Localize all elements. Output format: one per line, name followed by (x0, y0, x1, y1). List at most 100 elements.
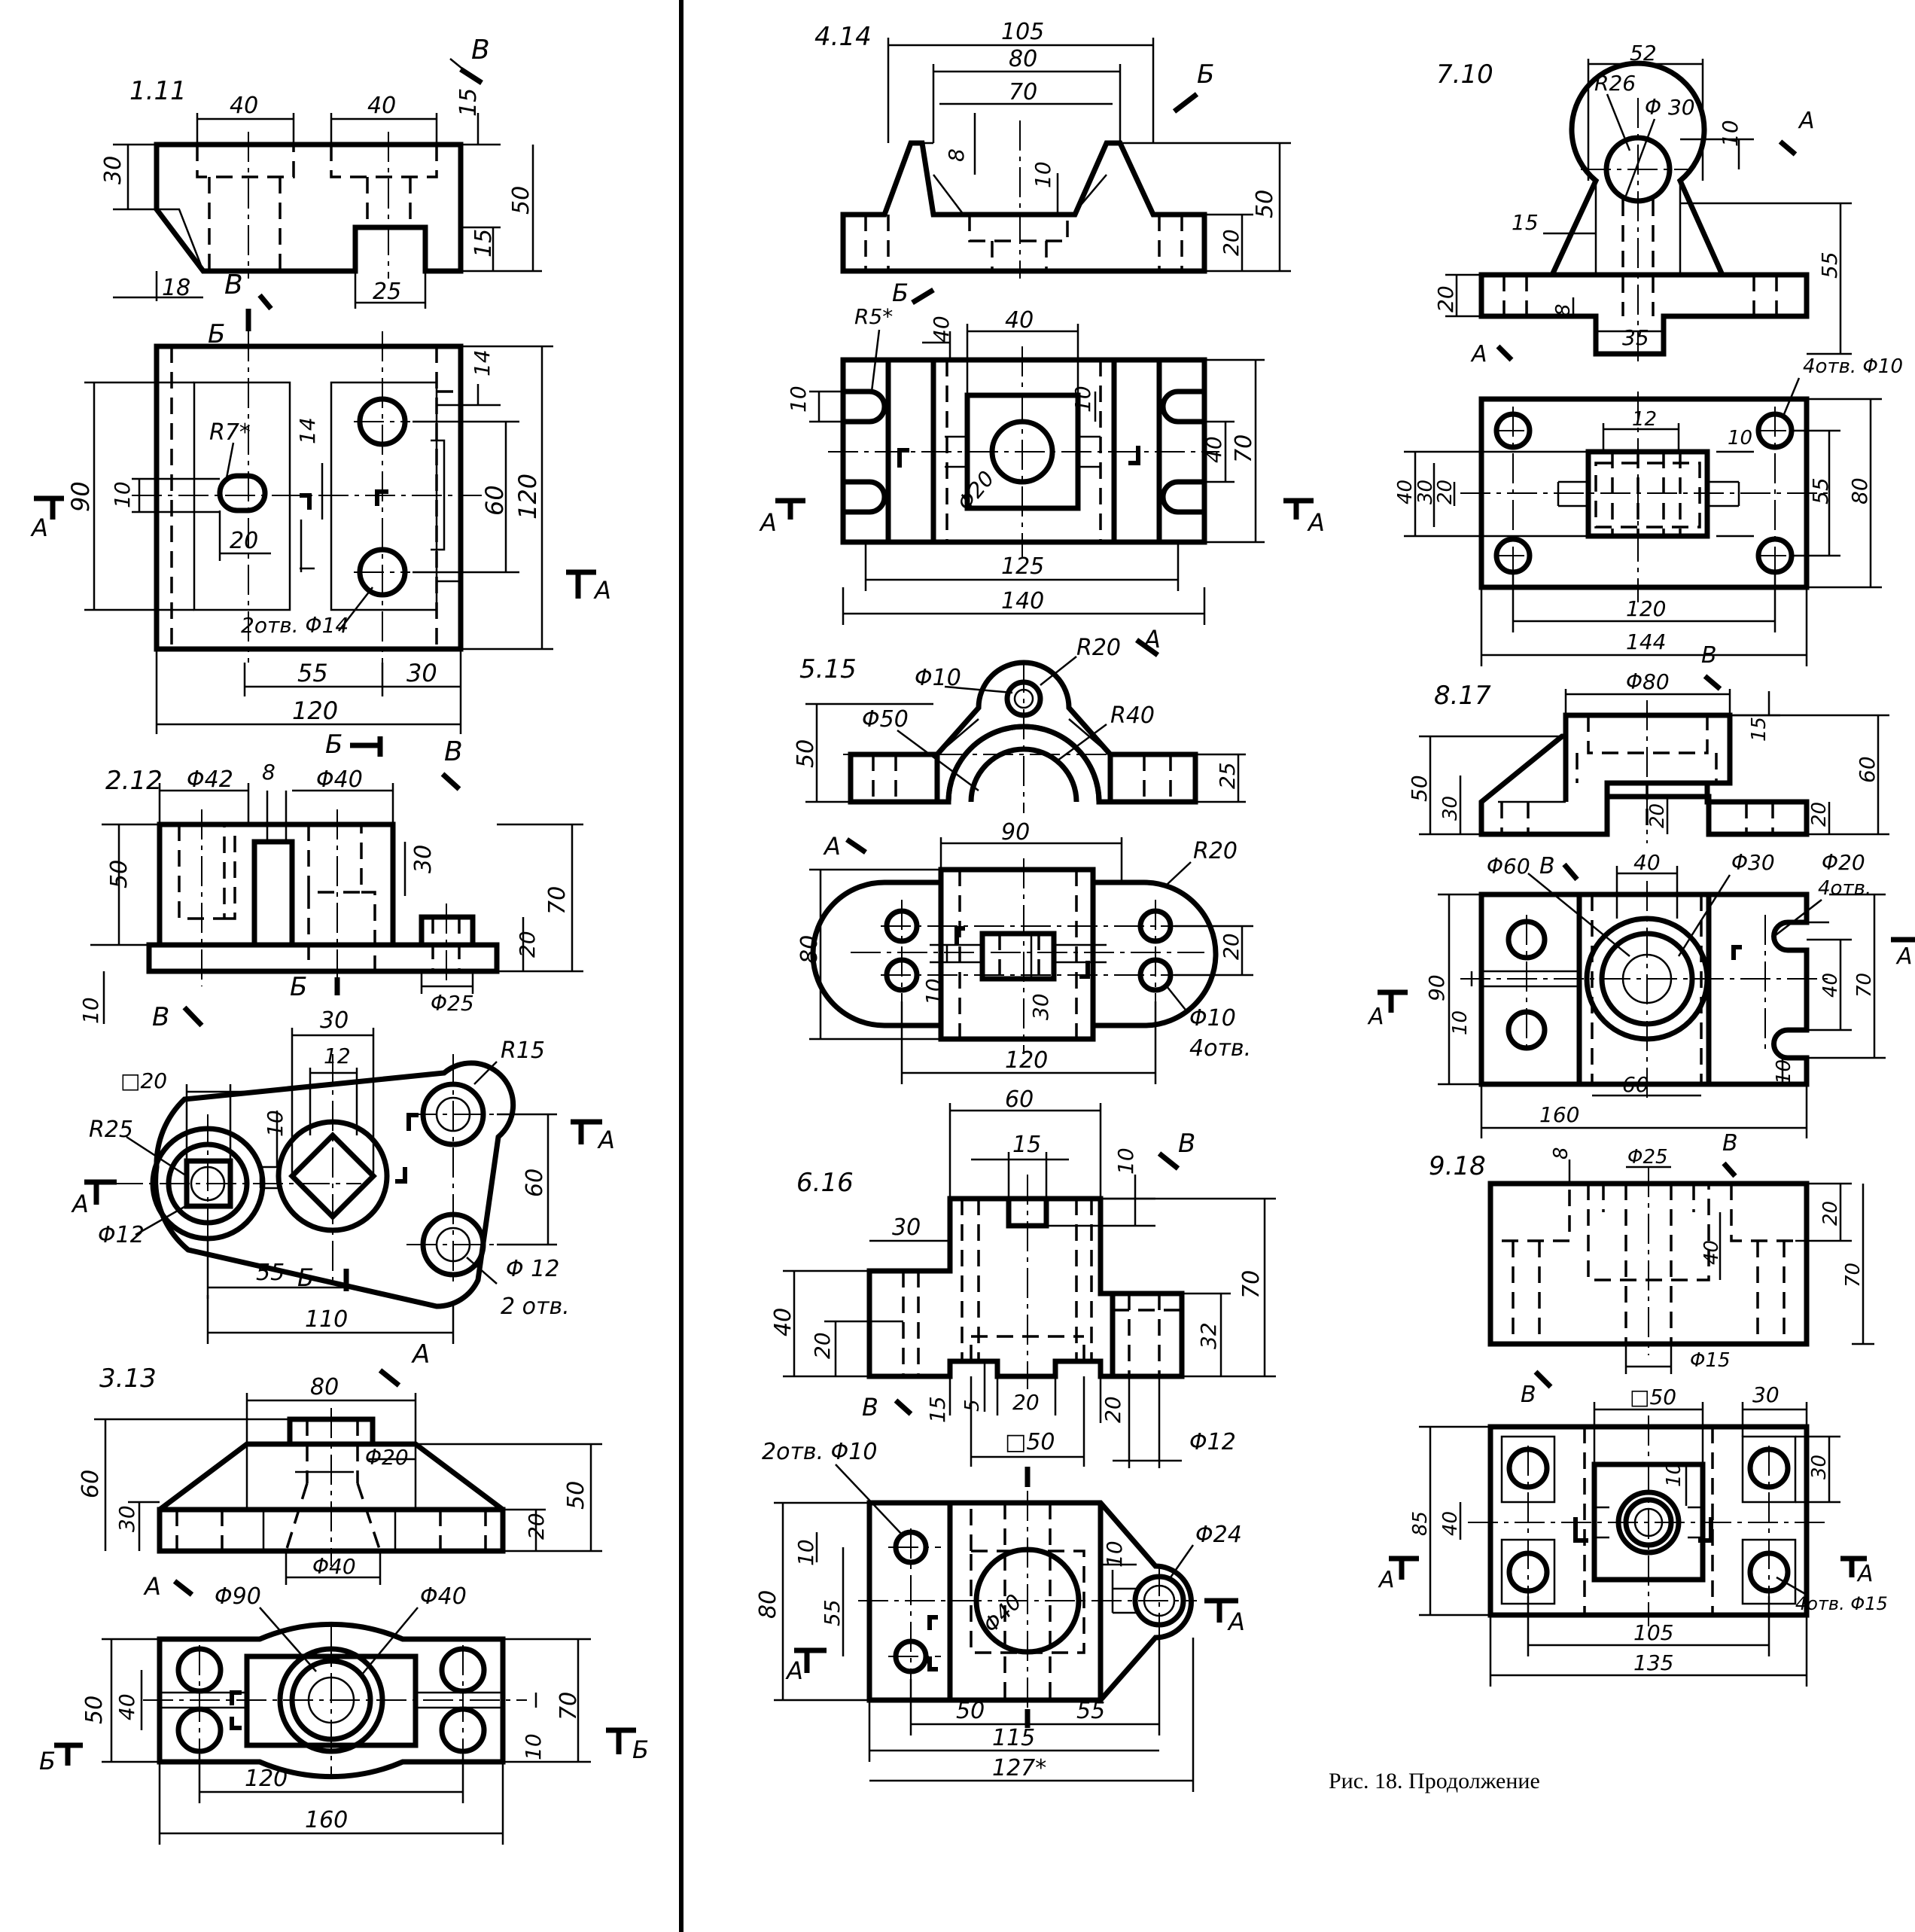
dimension-label: R15 (501, 1038, 545, 1064)
dimension-label: 70 (1231, 434, 1257, 463)
section-mark-label: А (759, 508, 777, 537)
section-mark-label: Б (1197, 59, 1214, 90)
dimension-label: 120 (292, 696, 338, 725)
dimension-label: R40 (1110, 702, 1155, 729)
dimension-label: 50 (81, 1696, 108, 1724)
dimension-label: 70 (1842, 1263, 1865, 1287)
dimension-label: 80 (1847, 477, 1872, 504)
dimension-label: 20 (1433, 285, 1458, 312)
drawing-6-16: 6.16 60 15 10 В 30 70 40 20 32 15 5 20 □… (755, 1086, 1276, 1792)
section-mark-label: А (1470, 341, 1487, 367)
drawing-label: 7.10 (1436, 59, 1493, 90)
dimension-label: 40 (1700, 1240, 1723, 1265)
dimension-label: 60 (480, 485, 509, 516)
dimension-label: 60 (1622, 1072, 1649, 1097)
dimension-label: 25 (373, 279, 401, 305)
dimension-label: □50 (1630, 1385, 1676, 1409)
dimension-label: Φ25 (1627, 1146, 1668, 1169)
drawing-label: 3.13 (99, 1364, 157, 1394)
dimension-label: 10 (78, 997, 103, 1024)
dimension-label: 4отв. (1189, 1035, 1251, 1062)
dimension-label: 80 (796, 935, 823, 964)
dimension-label: 30 (114, 1505, 139, 1532)
dimension-label: 80 (310, 1374, 339, 1400)
dimension-label: 8 (1552, 303, 1575, 316)
dimension-label: 60 (78, 1470, 104, 1498)
dimension-label: 55 (820, 1599, 845, 1626)
dimension-label: 30 (1439, 796, 1462, 821)
dimension-label: 40 (1394, 480, 1417, 504)
dimension-label: 10 (521, 1733, 546, 1760)
dimension-label: 10 (1102, 1540, 1127, 1568)
section-mark-label: Б (325, 730, 343, 760)
dimension-label: 10 (1031, 161, 1055, 188)
section-mark-label: В (224, 270, 243, 300)
dimension-label: 10 (1449, 1010, 1472, 1035)
dimension-label: 50 (106, 860, 132, 888)
dimension-label: 40 (1439, 1511, 1462, 1536)
dimension-label: 110 (305, 1306, 348, 1333)
dimension-label: R26 (1594, 71, 1636, 96)
section-mark-label: В (444, 736, 463, 767)
dimension-label: 8 (944, 148, 969, 162)
dimension-label: Φ60 (1487, 854, 1530, 879)
section-mark-label: А (823, 832, 841, 861)
dimension-label: 10 (110, 481, 135, 508)
dimension-label: 10 (1070, 385, 1095, 413)
dimension-label: 15 (1512, 210, 1539, 235)
dimension-label: 30 (406, 659, 437, 687)
drawing-4-14: 4.14 105 80 70 8 10 50 20 Б Б R5* (759, 19, 1325, 625)
dimension-label: 8 (1550, 1147, 1572, 1160)
section-mark-label: В (152, 1002, 169, 1032)
dimension-label: Φ90 (215, 1583, 261, 1610)
dimension-label: 120 (245, 1766, 288, 1792)
dimension-label: 40 (1005, 307, 1034, 334)
dimension-label: 30 (1028, 993, 1053, 1020)
section-mark-label: Б (297, 1263, 314, 1292)
dimension-label: 32 (1196, 1322, 1221, 1349)
section-mark-label: А (411, 1339, 430, 1370)
dimension-label: 55 (1817, 251, 1842, 279)
dimension-label: 40 (929, 315, 954, 343)
dimension-label: 90 (66, 481, 95, 512)
dimension-label: 40 (1819, 973, 1842, 998)
dimension-label: 10 (1773, 1059, 1795, 1084)
dimension-label: 30 (1414, 480, 1437, 504)
dimension-label: Φ10 (1189, 1005, 1236, 1032)
dimension-label: 40 (114, 1693, 139, 1720)
drawing-label: 2.12 (105, 766, 163, 796)
dimension-label: Φ40 (312, 1554, 356, 1579)
dimension-label: 30 (100, 156, 126, 184)
dimension-label: 55 (1808, 477, 1833, 504)
dimension-label: Φ12 (98, 1222, 145, 1248)
dimension-label: 20 (1219, 933, 1244, 960)
drawing-label: 5.15 (799, 654, 857, 684)
dimension-label: 40 (1201, 436, 1226, 463)
dimension-label: 15 (455, 88, 482, 117)
section-mark-label: А (785, 1656, 803, 1685)
dimension-label: 10 (921, 978, 946, 1005)
dimension-label: 12 (1632, 408, 1657, 431)
dimension-label: 2отв. Φ14 (241, 613, 349, 638)
section-mark-label: В (1178, 1129, 1195, 1159)
section-mark-label: В (1521, 1382, 1536, 1408)
dimension-label: 20 (1434, 480, 1457, 504)
dimension-label: 144 (1626, 629, 1666, 654)
dimension-label: 30 (410, 845, 437, 873)
drawing-label: 1.11 (129, 76, 187, 106)
dimension-label: 90 (1001, 819, 1030, 846)
dimension-label: 105 (1001, 19, 1044, 45)
dimension-label: 30 (320, 1007, 349, 1034)
dimension-label: Φ50 (862, 706, 909, 733)
dimension-label: Φ 12 (506, 1256, 559, 1282)
section-mark-label: В (862, 1393, 878, 1422)
dimension-label: 35 (1622, 325, 1649, 350)
dimension-label: 70 (1853, 973, 1876, 998)
dimension-label: 30 (892, 1214, 921, 1241)
dimension-label: 15 (1012, 1132, 1041, 1158)
drawing-3-13: 3.13 А 80 Φ20 60 30 50 20 Φ40 (39, 1339, 649, 1845)
dimension-label: 135 (1633, 1650, 1673, 1675)
dimension-label: R25 (89, 1117, 133, 1143)
section-mark-label: Б (39, 1747, 56, 1775)
section-mark-label: В (1539, 853, 1555, 879)
